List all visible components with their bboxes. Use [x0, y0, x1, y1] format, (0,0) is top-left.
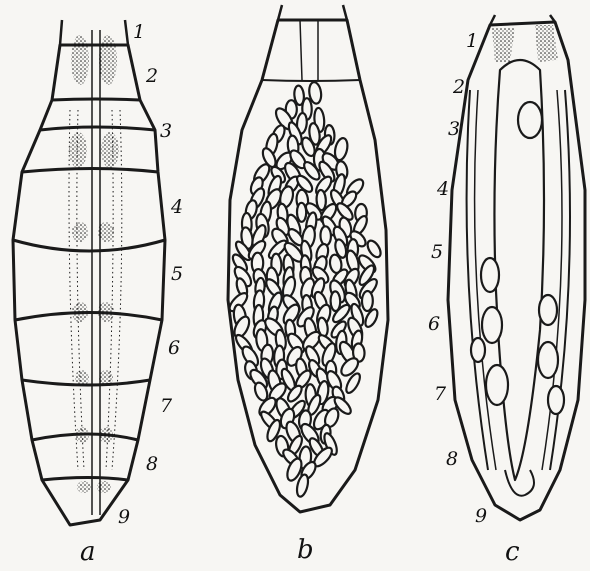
- panel-c-body: [448, 15, 585, 520]
- egg: [365, 238, 383, 259]
- panel-a-seg-2: 2: [145, 65, 158, 87]
- panel-a-segment-numbers: 1 2 3 4 5 6 7 8 9: [118, 21, 183, 528]
- panel-a-seg-1: 1: [133, 21, 145, 43]
- panel-label-c: c: [505, 537, 520, 567]
- panel-a-seg-6: 6: [168, 337, 180, 359]
- panel-c-seg-4: 4: [436, 178, 449, 200]
- panel-c-seg-9: 9: [475, 505, 487, 527]
- panel-a-seg-3: 3: [160, 120, 172, 142]
- panel-label-b: b: [297, 535, 314, 565]
- panel-a-seg-7: 7: [160, 395, 173, 417]
- egg: [320, 226, 331, 245]
- panel-label-a: a: [80, 537, 96, 567]
- panel-c-seg-6: 6: [428, 313, 440, 335]
- panel-c-seg-8: 8: [446, 448, 458, 470]
- panel-c-ovaries: [471, 102, 564, 414]
- panel-c-stipple-caps: [492, 25, 558, 62]
- panel-a-seg-5: 5: [171, 263, 183, 285]
- panel-c-seg-1: 1: [466, 30, 478, 52]
- egg: [297, 203, 307, 222]
- panel-a-seg-4: 4: [170, 196, 183, 218]
- panel-c-seg-7: 7: [434, 383, 447, 405]
- panel-c-segment-numbers: 1 2 3 4 5 6 7 8 9: [428, 30, 487, 527]
- egg: [362, 291, 373, 311]
- panel-c-seg-3: 3: [448, 118, 460, 140]
- panel-c-seg-5: 5: [431, 241, 443, 263]
- panel-a-seg-8: 8: [146, 453, 158, 475]
- panel-b-egg-mass: [227, 81, 383, 497]
- panel-c-seg-2: 2: [452, 76, 465, 98]
- panel-a-body: [13, 20, 165, 525]
- panel-labels: a b c: [80, 535, 520, 567]
- panel-a-stipple-patches: [69, 35, 119, 493]
- panel-a-seg-9: 9: [118, 506, 130, 528]
